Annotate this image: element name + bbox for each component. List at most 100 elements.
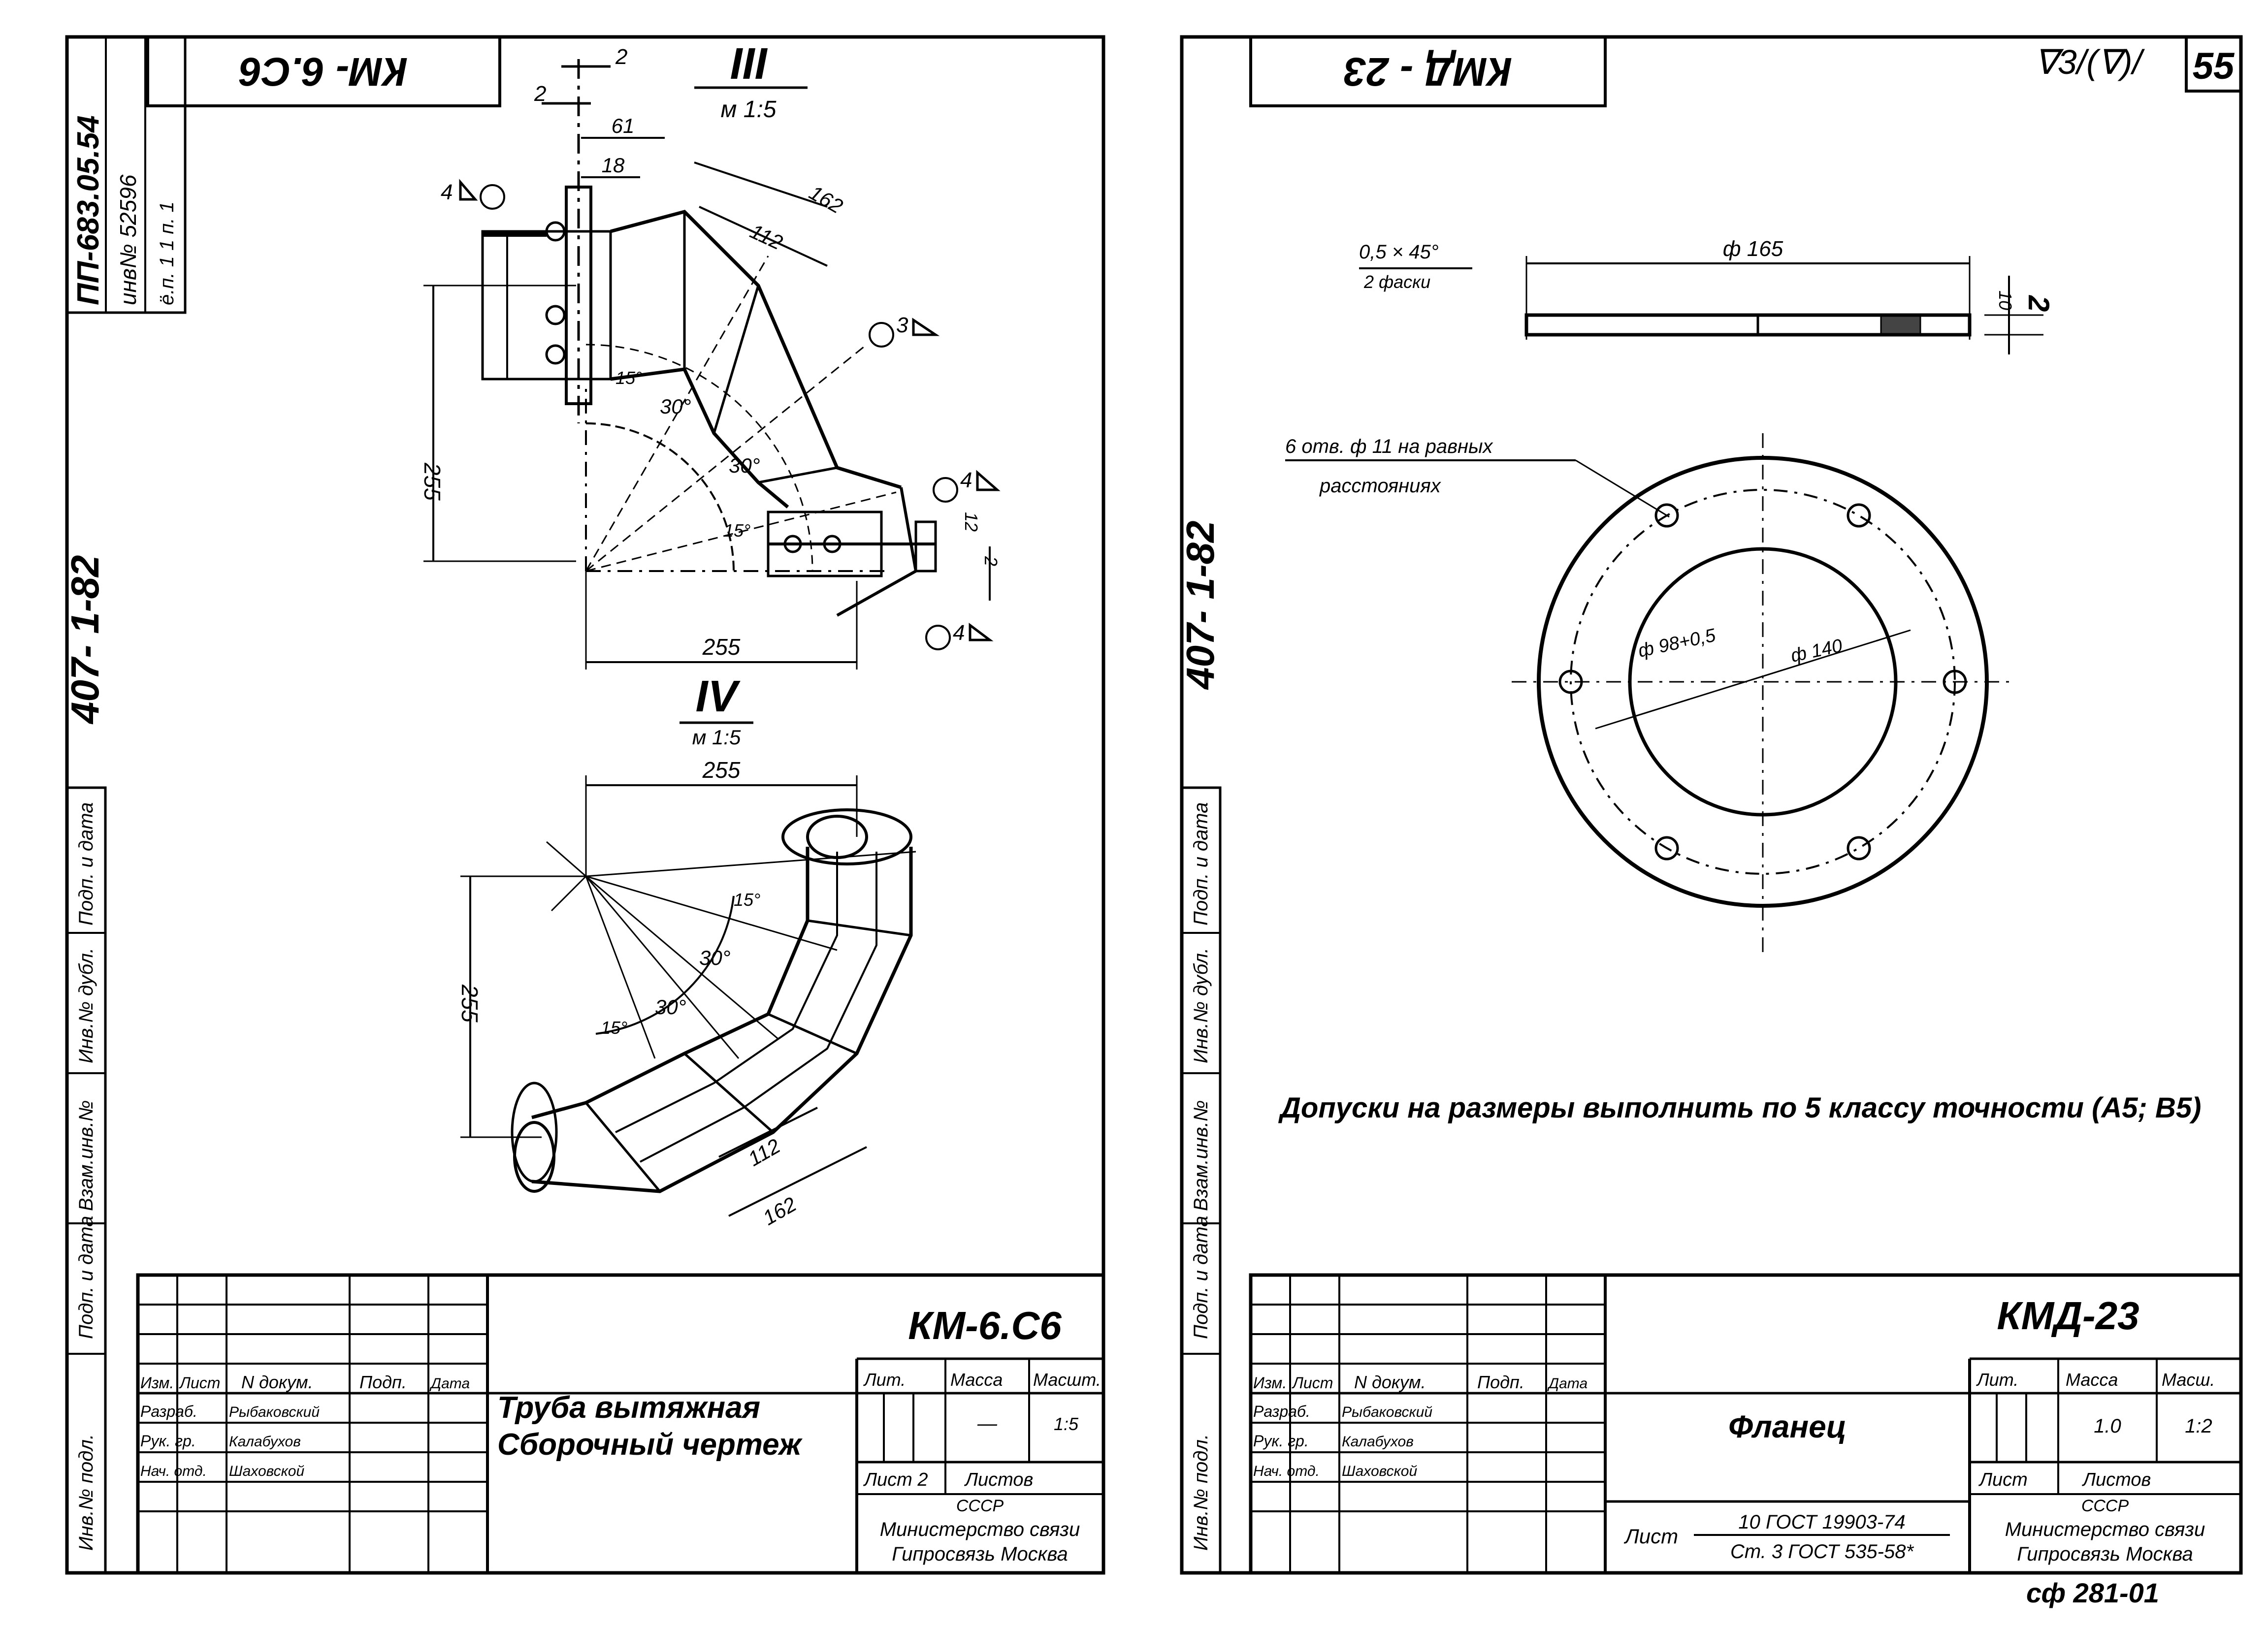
holes-note-2: расстояниях <box>1319 475 1442 497</box>
rt-scale-val: 1:2 <box>2185 1415 2212 1437</box>
left-margin: Инв.№ подл. Подп. и дата Взам.инв.№ Инв.… <box>63 35 187 1574</box>
lt-h-2: N докум. <box>241 1372 313 1392</box>
r-field-label-3: Инв.№ дубл. <box>1190 948 1212 1063</box>
lt-scale-val: 1:5 <box>1054 1414 1079 1434</box>
lt-org-1: СССР <box>956 1497 1004 1515</box>
thickness-2: 2 <box>2022 295 2055 312</box>
dim-255-v: 255 <box>420 462 445 501</box>
inv-block-1: инв№ 52596 <box>115 174 141 305</box>
lt-sheet: Лист 2 <box>863 1469 928 1490</box>
r-field-label-2: Взам.инв.№ <box>1190 1100 1212 1211</box>
view-3-scale: м 1:5 <box>721 96 777 123</box>
flange-side-view: 0,5 × 45° 2 фаски ф 165 10 2 <box>1359 237 2055 354</box>
rt-sheet: Лист <box>1978 1469 2028 1490</box>
rt-h-4: Дата <box>1547 1375 1588 1392</box>
view-3: III м 1:5 2 2 <box>420 39 1001 670</box>
rt-r1-role: Рук. гр. <box>1253 1432 1309 1450</box>
field-label-1: Подп. и дата <box>75 1216 97 1339</box>
view-4-title: IV <box>695 672 741 721</box>
sheet-number: 55 <box>2193 45 2235 87</box>
angle-15d: 15° <box>734 890 760 910</box>
r-field-label-1: Подп. и дата <box>1190 1216 1212 1339</box>
rt-h-3: Подп. <box>1477 1372 1524 1392</box>
dim-112-iv: 112 <box>744 1134 784 1171</box>
angle-15b: 15° <box>724 520 750 541</box>
weld-2: 4 <box>960 468 972 492</box>
lt-r1-name: Калабухов <box>229 1434 301 1450</box>
right-stamp-text: КМД - 23 <box>1344 49 1512 94</box>
view-4-scale: м 1:5 <box>692 726 741 749</box>
dim-2: 2 <box>981 556 1001 566</box>
lt-h-0: Изм. <box>140 1374 174 1392</box>
left-top-stamp: КМ- 6.С6 <box>146 35 501 107</box>
rt-mass: Масса <box>2066 1370 2118 1390</box>
rt-material-label: Лист <box>1623 1525 1678 1548</box>
left-name-2: Сборочный чертеж <box>497 1428 803 1462</box>
right-name: Фланец <box>1728 1409 1847 1444</box>
dim-d98: ф 98+0,5 <box>1636 625 1718 661</box>
section-mark-top: 2 <box>615 45 627 69</box>
lt-h-4: Дата <box>429 1375 470 1392</box>
holes-note-1: 6 отв. ф 11 на равных <box>1285 436 1493 457</box>
rt-material-1: 10 ГОСТ 19903-74 <box>1738 1511 1905 1533</box>
rt-r0-role: Разраб. <box>1253 1403 1310 1420</box>
angle-30c: 30° <box>655 995 686 1019</box>
footer-code: сф 281-01 <box>2026 1577 2159 1608</box>
dim-12: 12 <box>961 512 981 532</box>
rt-h-1: Лист <box>1292 1374 1333 1392</box>
field-label-0: Инв.№ подл. <box>75 1434 97 1551</box>
field-label-3: Инв.№ дубл. <box>75 948 97 1063</box>
rt-scale: Масш. <box>2162 1370 2215 1390</box>
angle-30a: 30° <box>660 395 691 418</box>
lt-r2-name: Шаховской <box>229 1463 304 1479</box>
rt-r2-role: Нач. отд. <box>1253 1463 1320 1479</box>
tolerance-note: Допуски на размеры выполнить по 5 классу… <box>1278 1092 2201 1124</box>
weld-0: 4 <box>441 180 453 204</box>
right-title-block: КМД-23 Фланец Изм. Лист N докум. Подп. Д… <box>1249 1273 2243 1575</box>
rt-org-1: СССР <box>2081 1497 2129 1515</box>
lt-mass-val: — <box>977 1413 998 1435</box>
rt-r1-name: Калабухов <box>1342 1434 1414 1450</box>
rt-r2-name: Шаховской <box>1342 1463 1417 1479</box>
weld-1: 3 <box>896 313 908 337</box>
view-4: IV м 1:5 255 255 <box>457 672 916 1230</box>
chamfer-dim: 0,5 × 45° <box>1359 241 1439 263</box>
lt-mass: Масса <box>950 1370 1003 1390</box>
dim-d165: ф 165 <box>1723 237 1783 261</box>
right-sheet: КМД - 23 ∇3/(∇)/ 55 Инв.№ подл. Подп. и … <box>1178 35 2243 1608</box>
left-sheet: КМ- 6.С6 Инв.№ подл. Подп. и дата Взам.и… <box>63 35 1105 1575</box>
dim-18: 18 <box>602 154 625 177</box>
left-side-code: 407- 1-82 <box>63 555 107 725</box>
angle-30b: 30° <box>729 454 760 477</box>
section-mark-left: 2 <box>534 82 546 106</box>
lt-r0-name: Рыбаковский <box>229 1404 320 1420</box>
angle-15c: 15° <box>601 1018 627 1038</box>
lt-scale: Масшт. <box>1033 1370 1101 1390</box>
left-title-block: КМ-6.С6 Труба вытяжная Сборочный чертеж … <box>136 1273 1105 1575</box>
rt-r0-name: Рыбаковский <box>1342 1404 1432 1420</box>
dim-112: 112 <box>746 220 786 255</box>
rt-h-0: Изм. <box>1253 1374 1287 1392</box>
dim-162: 162 <box>806 181 847 218</box>
dim-61: 61 <box>612 114 635 137</box>
rt-material-2: Ст. 3 ГОСТ 535-58* <box>1730 1541 1914 1563</box>
lt-r1-role: Рук. гр. <box>140 1432 196 1450</box>
flange-front-view: 6 отв. ф 11 на равных расстояниях ф 98+0… <box>1278 433 2201 1124</box>
lt-sheets: Листов <box>964 1469 1033 1490</box>
chamfer-note: 2 фаски <box>1363 272 1430 292</box>
r-field-label-0: Инв.№ подл. <box>1190 1434 1212 1551</box>
lt-lit: Лит. <box>863 1370 906 1390</box>
view-3-title: III <box>730 39 768 89</box>
lt-h-3: Подп. <box>359 1372 407 1392</box>
field-label-2: Взам.инв.№ <box>75 1100 97 1211</box>
dim-255-iv-v: 255 <box>457 984 483 1022</box>
right-top-stamp: КМД - 23 ∇3/(∇)/ 55 <box>1249 35 2242 107</box>
left-name-1: Труба вытяжная <box>497 1391 760 1425</box>
angle-15a: 15° <box>616 368 642 388</box>
lt-h-1: Лист <box>179 1374 220 1392</box>
bolt-holes <box>1558 503 1967 861</box>
right-side-code: 407- 1-82 <box>1178 521 1222 690</box>
dim-255-h: 255 <box>702 634 741 660</box>
lt-r2-role: Нач. отд. <box>140 1463 207 1479</box>
